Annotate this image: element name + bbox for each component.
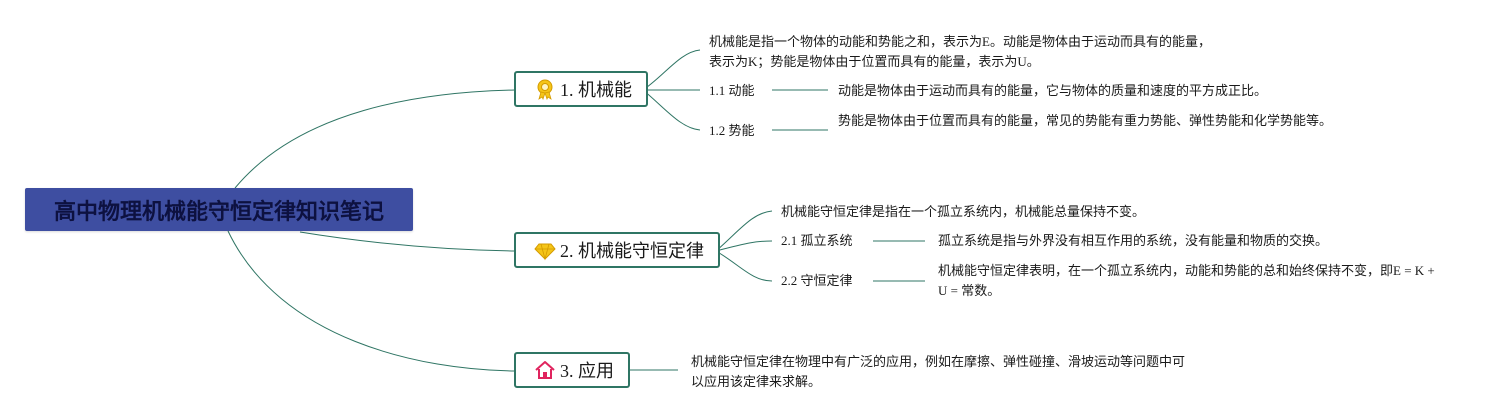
sub-1-1-description: 动能是物体由于运动而具有的能量，它与物体的质量和速度的平方成正比。	[838, 83, 1268, 98]
branch-3-description: 机械能守恒定律在物理中有广泛的应用，例如在摩擦、弹性碰撞、滑坡运动等问题中可以应…	[691, 354, 1186, 389]
sub-2-1-description: 孤立系统是指与外界没有相互作用的系统，没有能量和物质的交换。	[938, 233, 1329, 248]
branch-conservation-law[interactable]: 2. 机械能守恒定律	[514, 232, 720, 268]
branch-label: 1. 机械能	[560, 80, 632, 100]
branch-mechanical-energy[interactable]: 1. 机械能	[514, 71, 648, 107]
sub-2-2-label[interactable]: 2.2 守恒定律	[781, 273, 853, 288]
diamond-icon	[534, 239, 556, 261]
root-topic[interactable]: 高中物理机械能守恒定律知识笔记	[25, 188, 413, 231]
home-icon	[534, 359, 556, 381]
branch-application[interactable]: 3. 应用	[514, 352, 630, 388]
sub-1-2-label[interactable]: 1.2 势能	[709, 123, 755, 138]
sub-1-1-label[interactable]: 1.1 动能	[709, 83, 755, 98]
branch-label: 3. 应用	[560, 361, 614, 381]
branch-2-description: 机械能守恒定律是指在一个孤立系统内，机械能总量保持不变。	[781, 204, 1146, 219]
branch-1-description: 机械能是指一个物体的动能和势能之和，表示为E。动能是物体由于运动而具有的能量，表…	[709, 34, 1211, 69]
sub-2-1-label[interactable]: 2.1 孤立系统	[781, 233, 853, 248]
sub-1-2-description: 势能是物体由于位置而具有的能量，常见的势能有重力势能、弹性势能和化学势能等。	[838, 113, 1333, 128]
root-title: 高中物理机械能守恒定律知识笔记	[53, 199, 384, 225]
branch-label: 2. 机械能守恒定律	[560, 241, 704, 261]
sub-2-2-description: 机械能守恒定律表明，在一个孤立系统内，动能和势能的总和始终保持不变，即E = K…	[938, 263, 1435, 298]
award-medal-icon	[534, 78, 556, 100]
